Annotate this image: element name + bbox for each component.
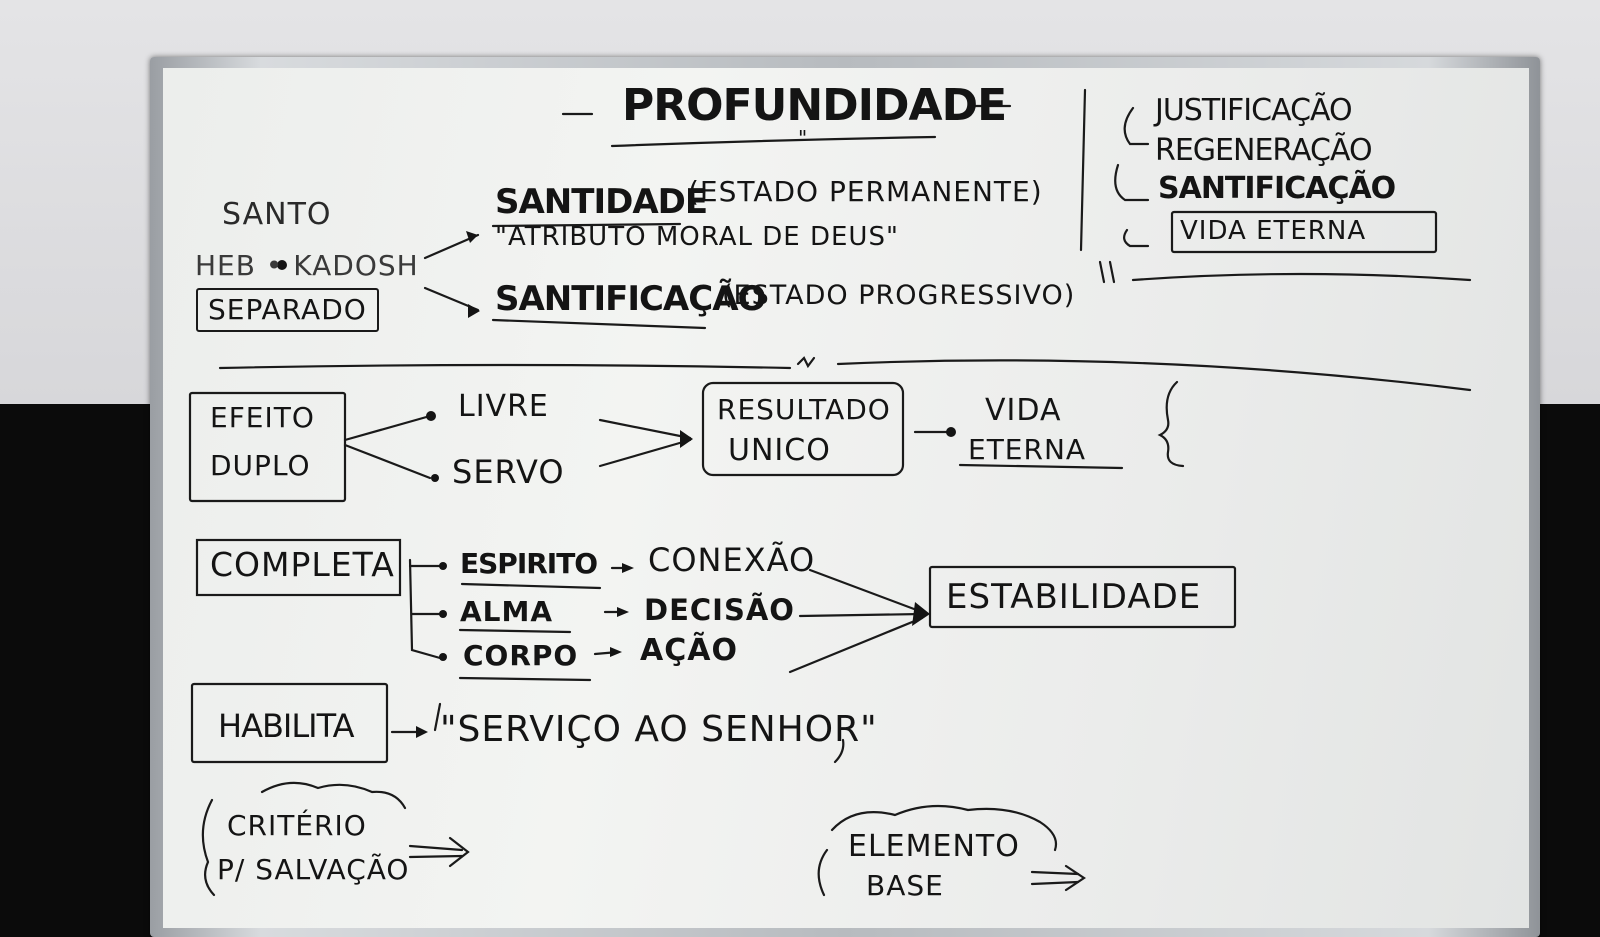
espirito-label: ESPIRITO — [460, 547, 598, 580]
duplo-label: DUPLO — [210, 449, 311, 482]
livre-label: LIVRE — [458, 389, 549, 424]
side-list-item-santificacao: SANTIFICAÇÃO — [1158, 171, 1396, 206]
santo-label: SANTO — [222, 197, 332, 232]
habilita-label: HABILITA — [218, 707, 355, 745]
atributo-quote: "ATRIBUTO MORAL DE DEUS" — [495, 222, 899, 252]
estabilidade-label: ESTABILIDADE — [946, 577, 1202, 617]
side-list-item-justificacao: JUSTIFICAÇÃO — [1155, 93, 1353, 128]
side-list-item-regeneracao: REGENERAÇÃO — [1155, 133, 1373, 168]
resultado-label: RESULTADO — [717, 393, 891, 426]
vida-label: VIDA — [985, 393, 1062, 428]
p-salvacao-label: P/ SALVAÇÃO — [217, 853, 410, 886]
eterna-label: ETERNA — [968, 433, 1087, 466]
alma-label: ALMA — [460, 595, 554, 628]
decisao-label: DECISÃO — [644, 593, 795, 627]
separado-box: SEPARADO — [196, 288, 379, 332]
servo-label: SERVO — [452, 453, 565, 491]
corpo-label: CORPO — [463, 639, 579, 672]
base-label: BASE — [866, 869, 944, 902]
santificacao-label: SANTIFICAÇÃO — [495, 279, 766, 319]
efeito-label: EFEITO — [210, 401, 315, 434]
criterio-label: CRITÉRIO — [227, 809, 367, 842]
conexao-label: CONEXÃO — [648, 541, 816, 579]
side-list-item-vida-eterna: VIDA ETERNA — [1180, 216, 1367, 246]
santidade-label: SANTIDADE — [495, 182, 708, 222]
completa-label: COMPLETA — [210, 545, 395, 584]
heb-kadosh-label: HEB • KADOSH — [195, 249, 419, 282]
acao-label: AÇÃO — [640, 633, 738, 668]
elemento-label: ELEMENTO — [848, 829, 1020, 864]
board-title: PROFUNDIDADE — [622, 80, 1007, 131]
servico-quote: "SERVIÇO AO SENHOR" — [440, 709, 878, 750]
ditto-mark-title: " — [798, 126, 809, 150]
unico-label: UNICO — [728, 433, 831, 468]
santificacao-paren: (ESTADO PROGRESSIVO) — [722, 280, 1076, 311]
santidade-paren: (ESTADO PERMANENTE) — [688, 175, 1043, 208]
